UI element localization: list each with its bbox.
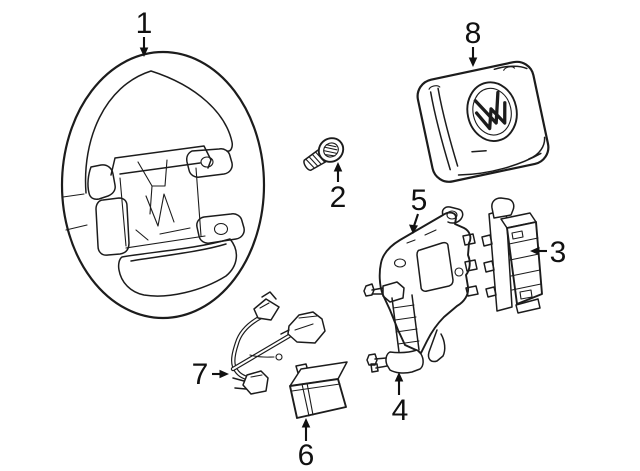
callouts: 1 2 3 4 5 6 7 — [136, 7, 567, 471]
callout-1[interactable]: 1 — [136, 7, 153, 57]
screw[interactable] — [299, 134, 347, 177]
screw-drive-hatch — [323, 144, 338, 157]
control-module[interactable] — [289, 361, 348, 419]
module-top-hook — [491, 197, 515, 219]
wheel-right-lower-spoke — [196, 213, 245, 244]
bracket-pillar-rungs — [392, 304, 420, 345]
airbag-panel-lines — [429, 65, 546, 176]
spoke-hole — [213, 222, 229, 236]
steering-wheel[interactable] — [60, 50, 266, 320]
callout-6-arrowhead — [301, 418, 311, 428]
airbag-slots — [428, 66, 516, 90]
bracket-hook-hole — [446, 210, 458, 220]
callout-1-label: 1 — [136, 7, 153, 40]
callout-3-arrowhead — [530, 246, 540, 256]
bracket-hole — [393, 258, 407, 268]
wheel-right-upper-spoke — [186, 148, 233, 178]
harness-plug-b — [242, 370, 269, 395]
mounting-bracket[interactable] — [363, 206, 479, 374]
screw-head — [317, 137, 345, 163]
callout-7[interactable]: 7 — [192, 358, 229, 391]
bracket-side-tabs — [462, 233, 479, 297]
bracket-top-hook — [441, 206, 464, 224]
harness-plug-b-line — [250, 374, 263, 378]
callout-5[interactable]: 5 — [409, 184, 427, 234]
harness-connector-c-lines — [294, 315, 318, 331]
module-bottom-tab — [515, 298, 541, 314]
wheel-left-spoke — [87, 164, 116, 200]
callout-1-arrowhead — [139, 47, 149, 57]
harness-connector-c-stem — [280, 329, 290, 335]
bracket-window — [416, 241, 454, 292]
wheel-lower-pad — [117, 238, 238, 297]
harness-plug-a — [253, 298, 280, 321]
callout-8-arrowhead — [468, 57, 478, 67]
callout-2-label: 2 — [330, 181, 347, 214]
callout-8[interactable]: 8 — [465, 17, 482, 67]
diagram-artwork — [60, 50, 551, 419]
callout-4-label: 4 — [392, 394, 409, 427]
wheel-left-pad — [95, 197, 130, 256]
callout-8-label: 8 — [465, 17, 482, 50]
wiring-harness[interactable] — [230, 291, 326, 395]
callout-4[interactable]: 4 — [392, 372, 409, 427]
vw-logo-w — [474, 101, 507, 131]
callout-3-label: 3 — [550, 236, 567, 269]
screw-threads — [305, 151, 326, 169]
side-module[interactable] — [481, 197, 543, 314]
bracket-upper-stud — [363, 283, 375, 297]
harness-plug-a-line — [259, 302, 270, 309]
module-small-plates — [511, 230, 533, 300]
callout-7-arrowhead — [219, 369, 229, 379]
wheel-hub-column — [119, 159, 206, 249]
vw-logo-v — [473, 90, 500, 125]
harness-branch — [249, 354, 275, 358]
bracket-right-leg — [427, 329, 446, 363]
harness-ring-terminal — [275, 353, 283, 361]
harness-plug-a-clip — [261, 291, 277, 300]
harness-connector-c — [287, 311, 326, 344]
vw-logo-outer-ring — [466, 81, 518, 142]
wheel-inner-rim — [84, 70, 233, 194]
bracket-foot-studs — [366, 353, 388, 373]
wheel-hub-detail — [145, 193, 175, 227]
harness-plug-b-prongs — [232, 377, 247, 390]
wheel-outer-rim — [60, 50, 266, 320]
bracket-hole — [454, 267, 464, 277]
bracket-ridges — [406, 229, 437, 244]
callout-2[interactable]: 2 — [330, 162, 347, 214]
callout-7-label: 7 — [192, 358, 209, 391]
wheel-hub-bar — [110, 145, 212, 176]
spoke-hole — [200, 156, 214, 168]
harness-wire-2-core — [232, 335, 290, 370]
vw-logo-inner-ring — [472, 87, 512, 136]
harness-wire-core — [232, 316, 262, 379]
callout-3[interactable]: 3 — [530, 236, 566, 269]
callout-5-arrow — [413, 213, 419, 227]
callout-6[interactable]: 6 — [298, 418, 315, 471]
callout-2-arrowhead — [333, 162, 343, 172]
module-strip-tabs — [481, 234, 497, 298]
callout-6-label: 6 — [298, 439, 315, 471]
airbag-cover[interactable] — [414, 59, 551, 185]
wheel-rim-marks — [62, 193, 191, 241]
bracket-foot — [385, 349, 424, 374]
vw-logo-icon — [473, 90, 507, 131]
module-segments — [508, 237, 542, 291]
callout-5-arrowhead — [409, 224, 418, 234]
callout-5-label: 5 — [411, 184, 428, 217]
box-seams — [291, 382, 341, 417]
callout-4-arrowhead — [394, 372, 404, 382]
